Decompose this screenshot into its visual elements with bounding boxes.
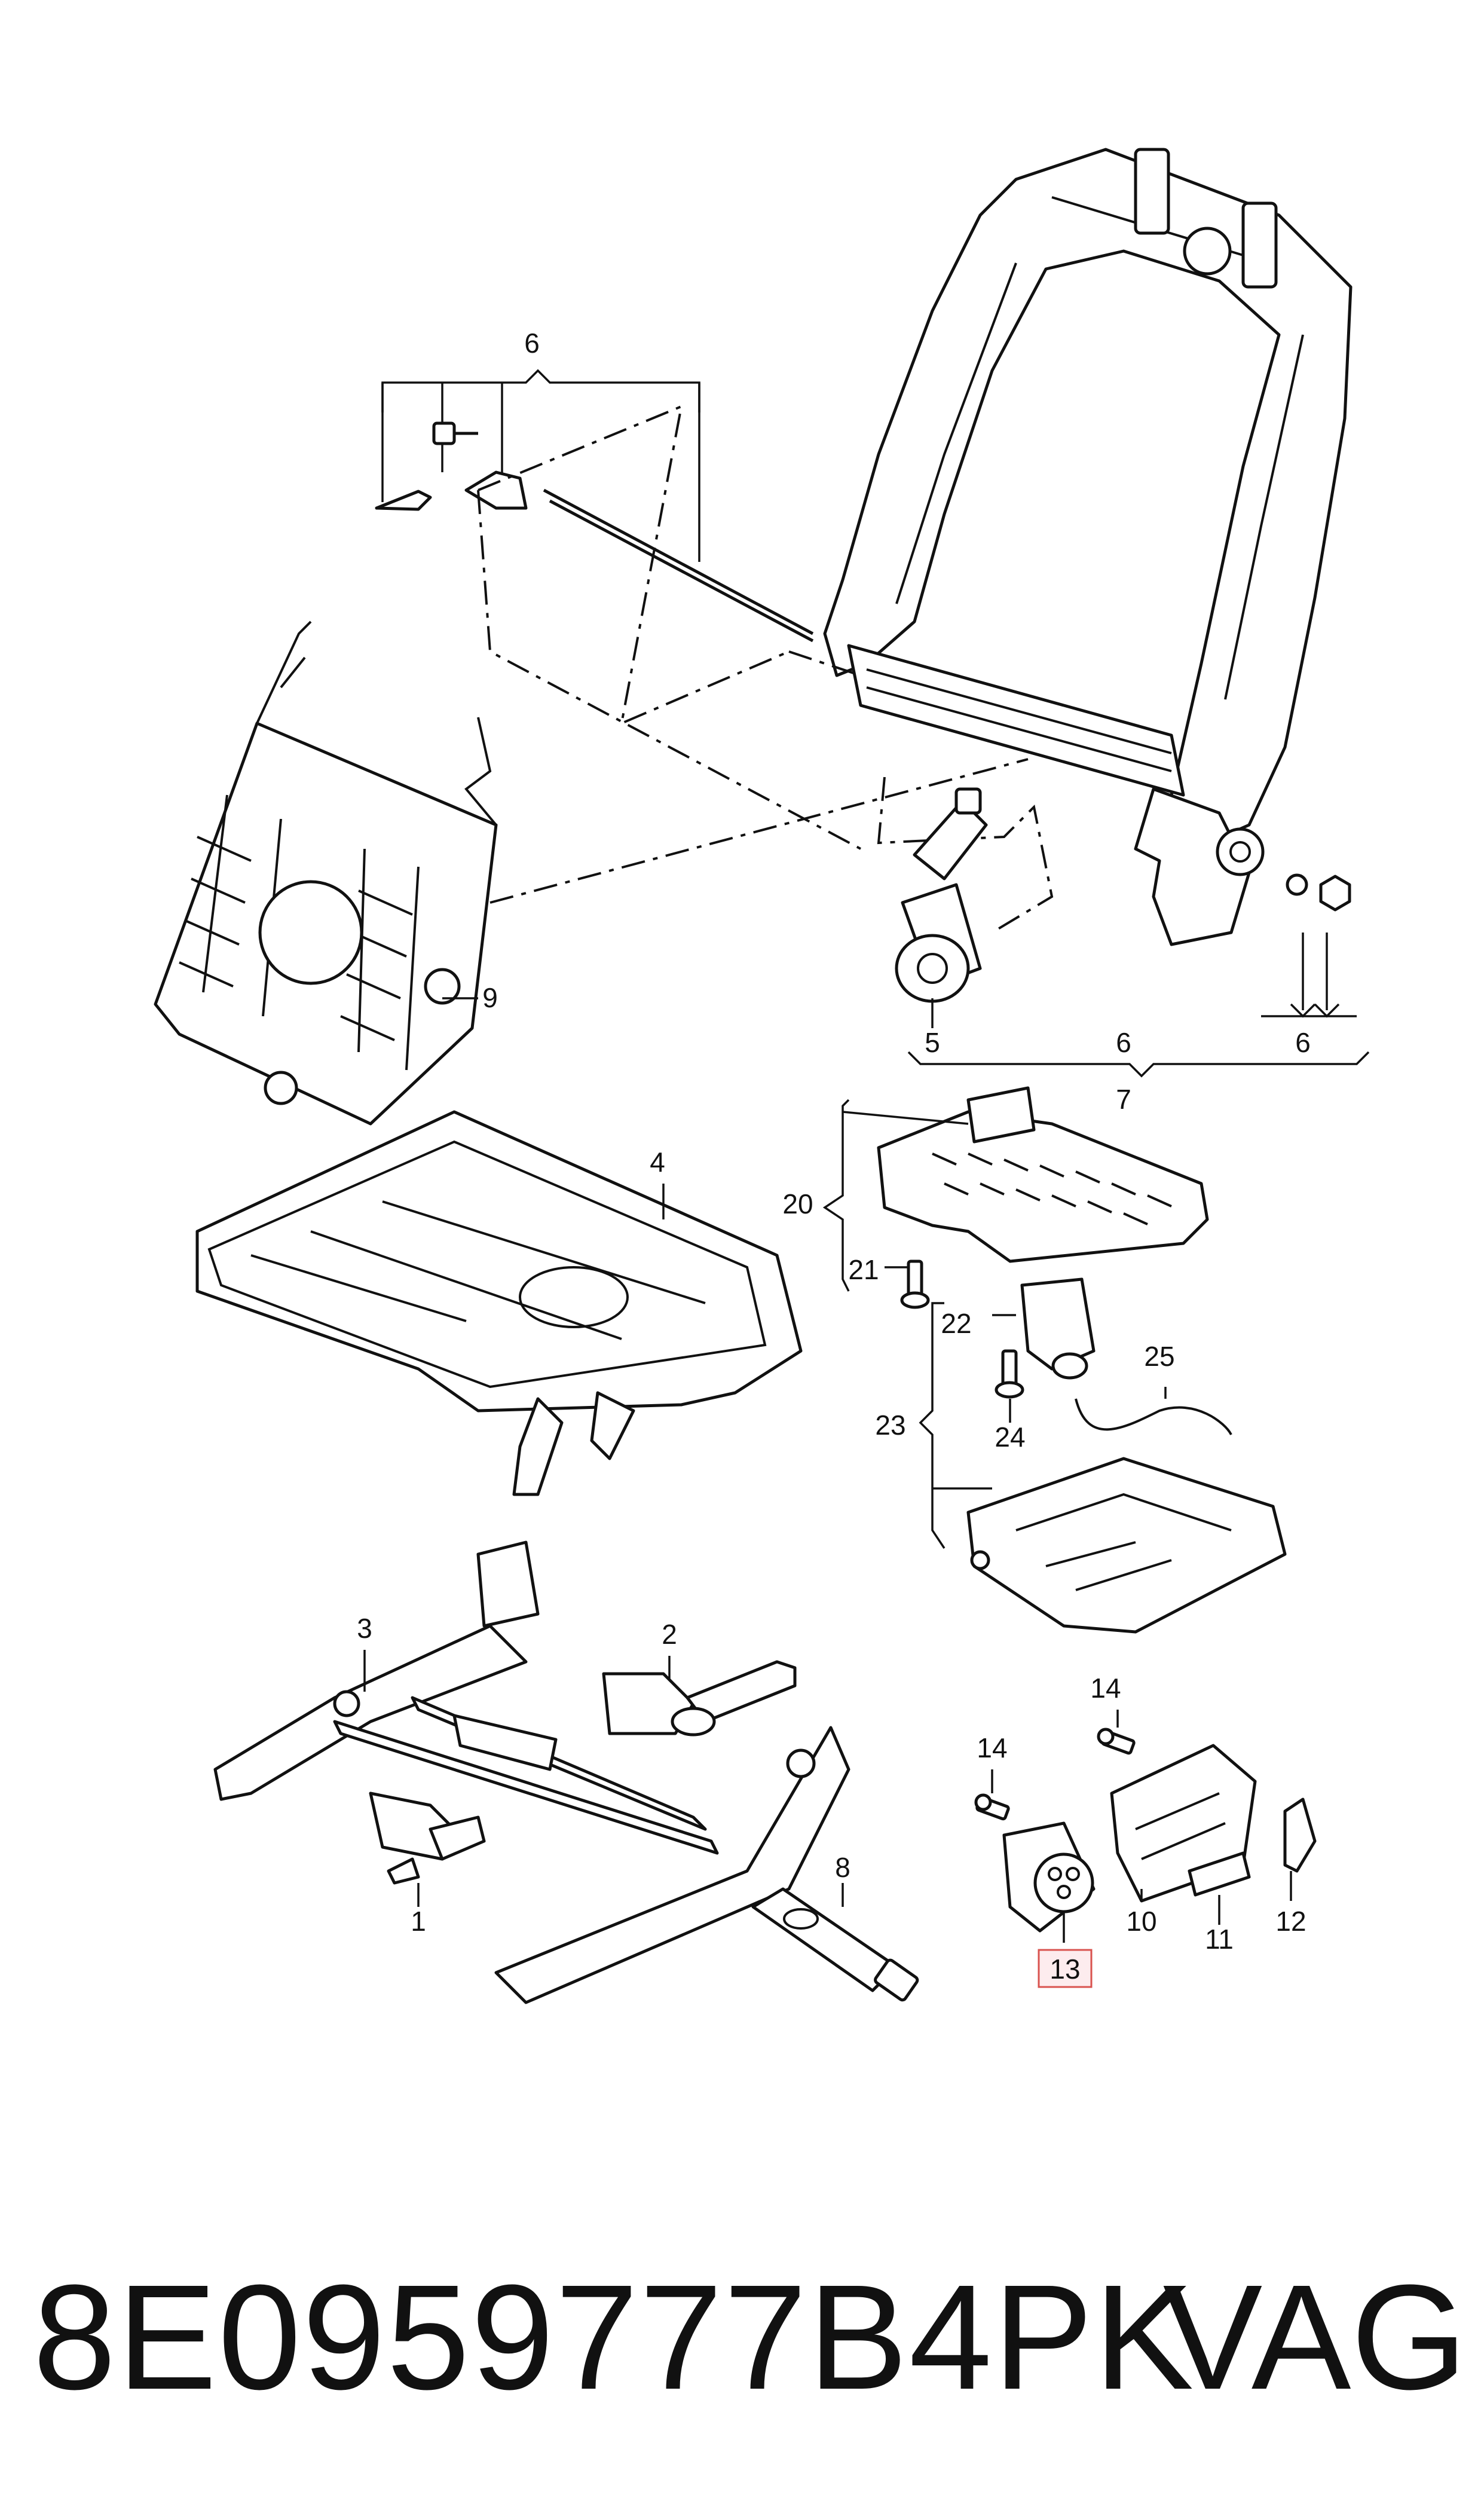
seat-pan-frame — [195, 1110, 803, 1496]
seat-back-motor — [877, 777, 1054, 1003]
footer: 8E0959777B4PK VAG — [33, 2248, 1467, 2427]
callout-6-mid: 6 — [1116, 1027, 1131, 1058]
callout-8: 8 — [835, 1852, 850, 1883]
control-unit-bracket — [877, 1086, 1209, 1263]
callout-labels: 6 9 5 6 6 7 4 20 21 22 25 23 24 3 2 14 1… — [357, 328, 1311, 1985]
callout-24: 24 — [995, 1421, 1025, 1453]
callout-6-top: 6 — [524, 328, 540, 359]
callout-12: 12 — [1275, 1906, 1306, 1937]
brand-name: VAG — [1162, 2254, 1467, 2420]
grease-tube — [751, 1887, 919, 2002]
control-unit-housing — [966, 1457, 1287, 1634]
callout-3: 3 — [357, 1613, 372, 1644]
exploded-parts-diagram: 6 9 5 6 6 7 4 20 21 22 25 23 24 3 2 14 1… — [154, 148, 1370, 2004]
callout-21: 21 — [848, 1254, 879, 1285]
callout-2: 2 — [662, 1619, 677, 1650]
callout-1: 1 — [411, 1906, 426, 1937]
lumbar-support-mat — [154, 620, 498, 1126]
sensor-22 — [1020, 1277, 1096, 1380]
screw-14-left — [974, 1793, 1010, 1821]
callout-5: 5 — [925, 1027, 940, 1058]
switch-knob-12 — [1283, 1797, 1317, 1873]
callout-14-left: 14 — [977, 1732, 1007, 1763]
callout-9: 9 — [482, 982, 498, 1013]
callout-10: 10 — [1126, 1906, 1156, 1937]
screw-14-right — [1097, 1728, 1136, 1755]
screw-24 — [995, 1349, 1024, 1399]
seat-back-frame — [823, 148, 1353, 946]
callout-23: 23 — [875, 1410, 905, 1441]
callout-6-right: 6 — [1295, 1027, 1311, 1058]
callout-20: 20 — [782, 1188, 813, 1219]
callout-4: 4 — [650, 1147, 665, 1178]
part-number: 8E0959777B4PK — [33, 2254, 1195, 2420]
switch-module — [1002, 1821, 1096, 1933]
leader-lines — [363, 933, 1370, 1943]
callout-7: 7 — [1116, 1084, 1131, 1115]
bracket-bolt-set — [375, 369, 814, 643]
seat-rail-motor-1 — [369, 1792, 486, 1885]
callout-14-right: 14 — [1090, 1673, 1121, 1704]
switch-knob-11 — [1188, 1851, 1251, 1897]
callout-22: 22 — [941, 1308, 971, 1339]
seat-rail-motor-2 — [602, 1660, 797, 1737]
seat-rail — [213, 1540, 850, 2004]
callout-13: 13 — [1049, 1954, 1080, 1985]
wire-harness-25 — [1075, 1398, 1232, 1435]
highlight-box-13 — [1038, 1949, 1093, 1988]
screw-21 — [900, 1260, 930, 1309]
callout-25: 25 — [1144, 1341, 1174, 1372]
callout-11: 11 — [1205, 1924, 1234, 1955]
